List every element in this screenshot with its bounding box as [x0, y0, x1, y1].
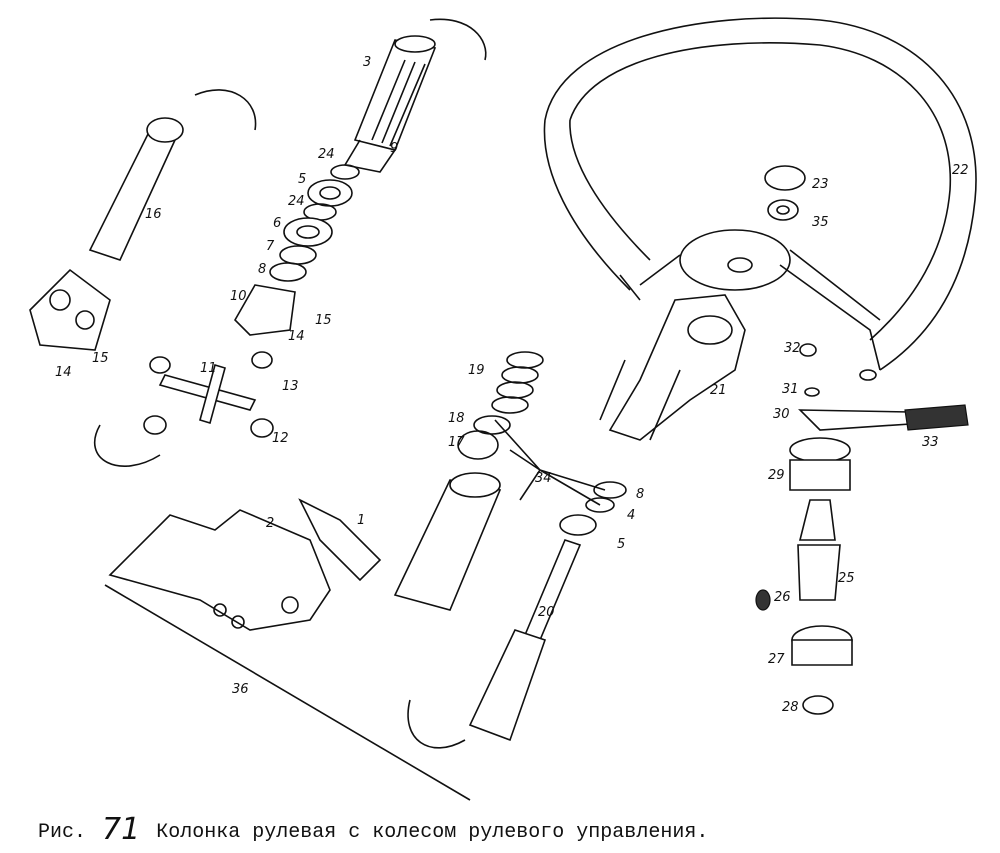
caption-prefix: Рис.	[38, 821, 87, 844]
nut-part	[764, 165, 806, 221]
mounting-bracket-part	[104, 509, 471, 801]
part-label: 11	[200, 361, 217, 376]
part-label: 34	[535, 471, 552, 486]
bearing-stack-part	[234, 164, 360, 336]
lower-shaft-part	[468, 481, 627, 742]
part-label: 28	[782, 700, 799, 715]
part-label: 3	[363, 55, 371, 70]
part-label: 15	[92, 351, 109, 366]
part-label: 15	[315, 313, 332, 328]
caption-title: Колонка рулевая с колесом рулевого управ…	[156, 821, 709, 844]
part-label: 24	[318, 147, 335, 162]
part-label: 32	[784, 341, 801, 356]
part-label: 18	[448, 411, 465, 426]
part-label: 29	[768, 468, 785, 483]
part-label: 21	[710, 383, 727, 398]
part-label: 6	[273, 216, 281, 231]
part-label: 17	[448, 435, 465, 450]
column-shroud-part	[599, 294, 746, 441]
part-label: 9	[390, 141, 398, 156]
part-label: 31	[782, 382, 799, 397]
part-label: 26	[774, 590, 791, 605]
part-label: 4	[627, 508, 635, 523]
leader-lines	[494, 419, 606, 506]
figure-caption: Рис. 71 Колонка рулевая с колесом рулево…	[38, 812, 708, 847]
part-label: 27	[768, 652, 785, 667]
switch-assembly-part	[755, 343, 969, 715]
part-label: 13	[282, 379, 299, 394]
part-label: 7	[266, 239, 275, 254]
part-number-labels: 3 9 24 5 24 6 7 8 10 14 15 16 14 15 11 1…	[55, 55, 969, 715]
rotation-arrows	[93, 18, 487, 749]
part-label: 1	[357, 513, 365, 528]
steering-wheel-part	[543, 17, 977, 381]
part-label: 16	[145, 207, 162, 222]
part-label: 12	[272, 431, 289, 446]
part-label: 36	[232, 682, 249, 697]
part-label: 23	[812, 177, 829, 192]
part-label: 10	[230, 289, 247, 304]
part-label: 25	[838, 571, 855, 586]
part-label: 14	[288, 329, 305, 344]
spring-part	[491, 351, 544, 414]
part-label: 20	[538, 605, 555, 620]
part-label: 14	[55, 365, 72, 380]
part-label: 24	[288, 194, 305, 209]
part-label: 5	[617, 537, 625, 552]
part-label: 8	[636, 487, 644, 502]
column-tube-part	[298, 415, 511, 611]
part-label: 8	[258, 262, 266, 277]
part-label: 30	[773, 407, 790, 422]
part-label: 35	[812, 215, 829, 230]
cardan-shaft-part	[29, 117, 184, 351]
part-label: 33	[922, 435, 939, 450]
figure-number: 71	[102, 812, 141, 847]
part-label: 22	[952, 163, 969, 178]
part-label: 5	[298, 172, 306, 187]
universal-joint-cross-part	[143, 351, 274, 438]
part-label: 19	[468, 363, 485, 378]
part-label: 2	[266, 516, 274, 531]
splined-shaft-part	[343, 35, 437, 173]
